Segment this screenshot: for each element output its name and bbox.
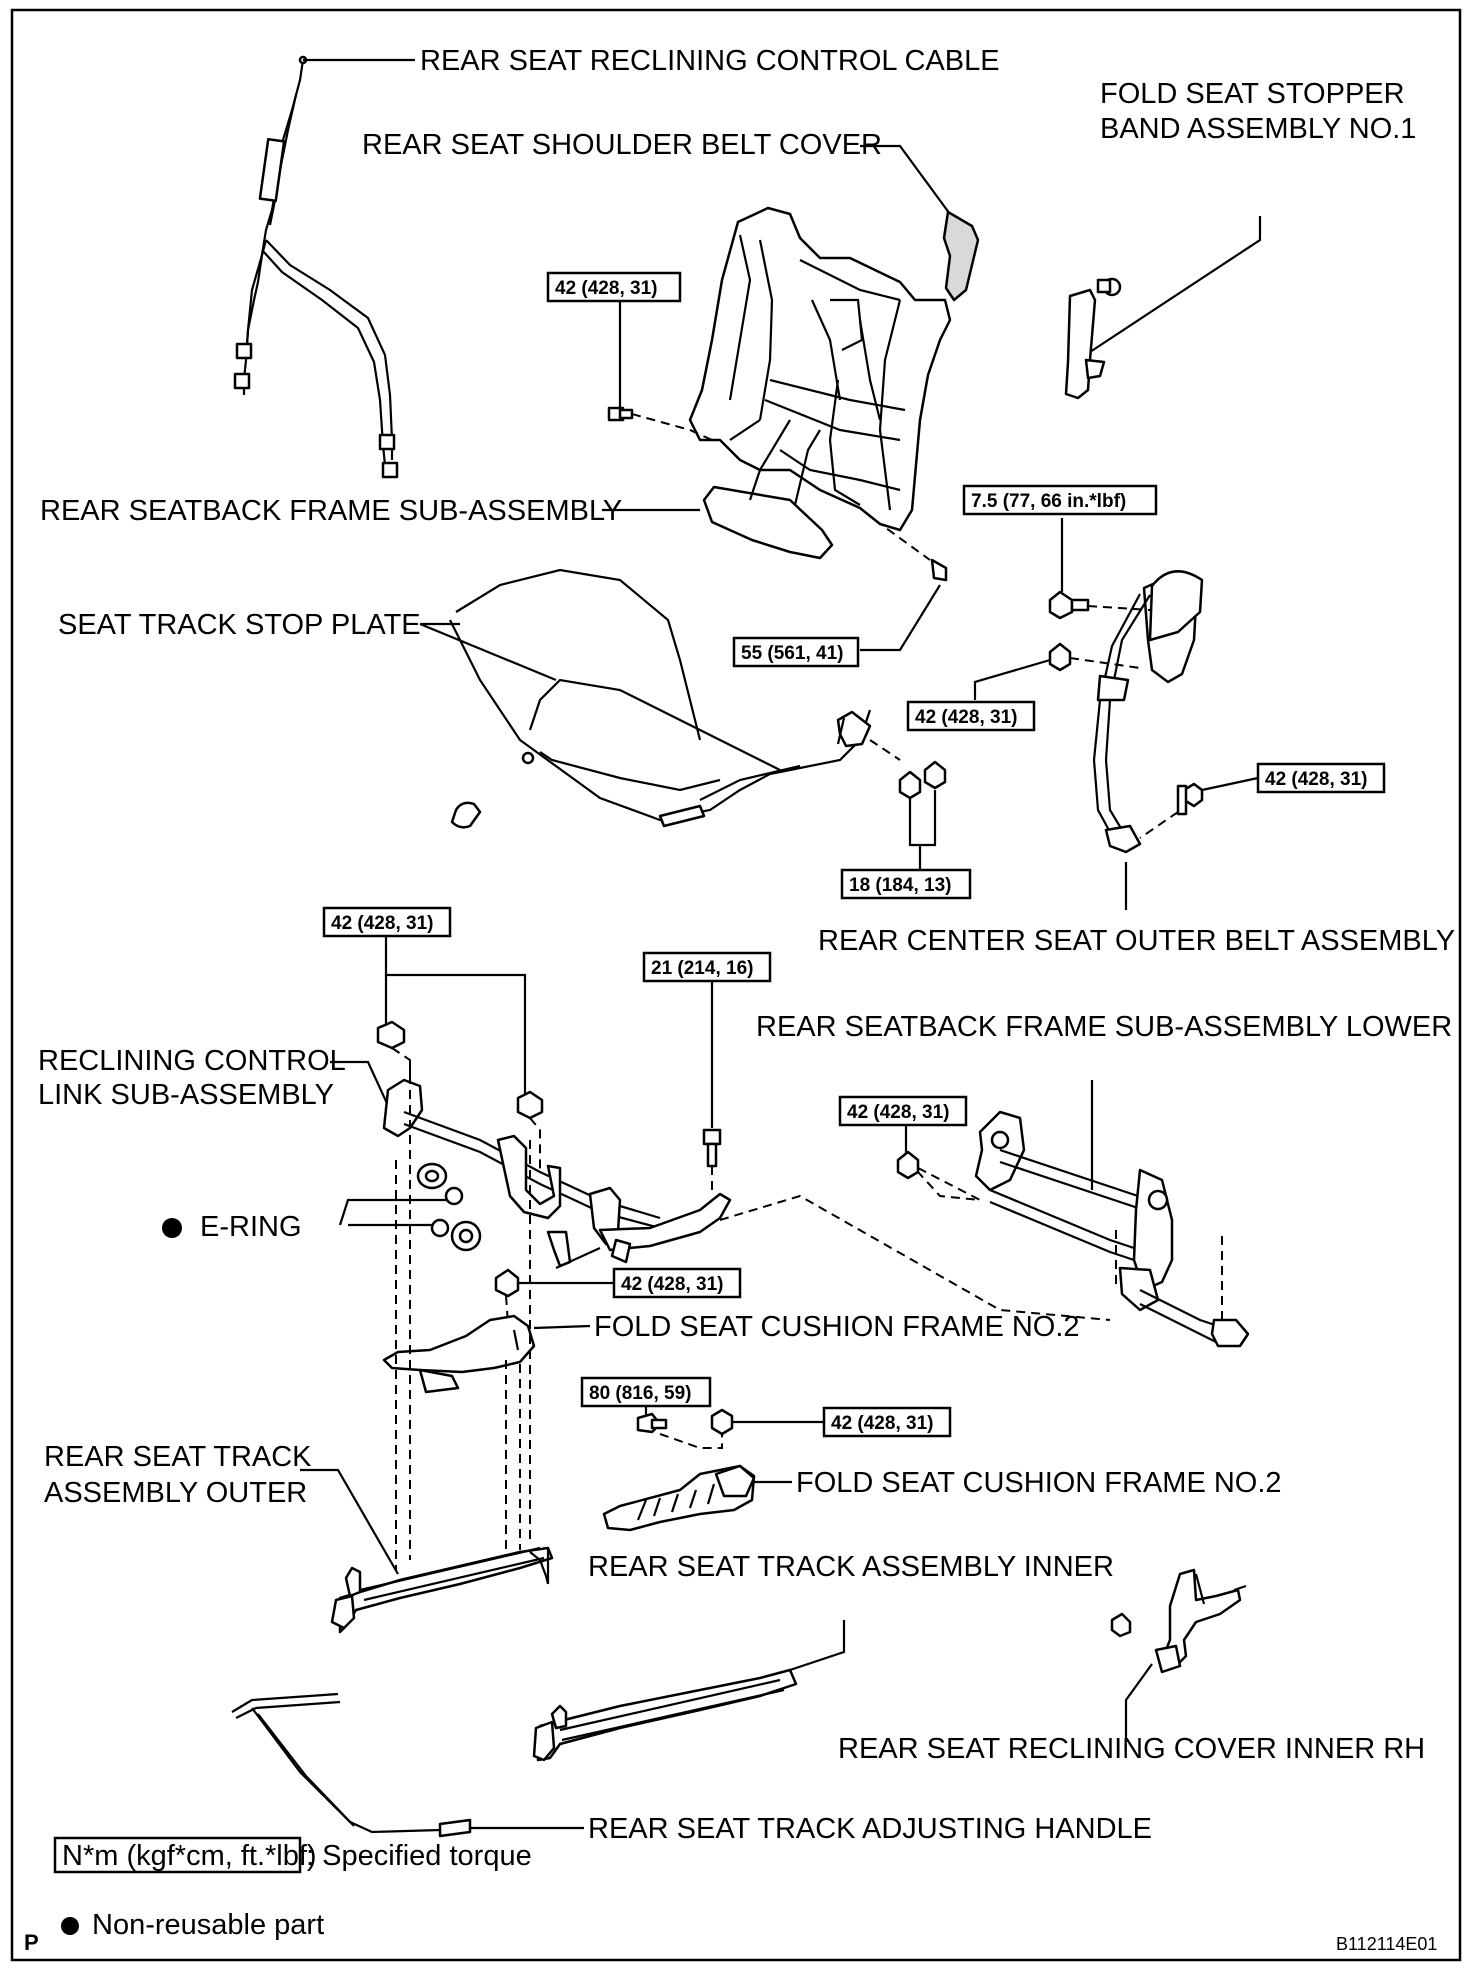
rear-seat-track-outer [330,1546,554,1634]
seatback-left-bolt [607,280,713,441]
leader-track-outer [300,1468,399,1575]
torque-belt-mid: 42 (428, 31) [915,707,1017,728]
label-cover-inner: REAR SEAT RECLINING COVER INNER RH [838,1733,1425,1765]
belt-top-bolt [1048,518,1151,620]
label-link-line2: LINK SUB-ASSEMBLY [38,1079,334,1111]
torque-link-bolt: 21 (214, 16) [651,958,753,979]
seatback-right-bolt [860,519,948,652]
leader-link [330,1060,391,1111]
fold-seat-cushion-frame-b [602,1408,792,1532]
label-shoulder-belt-cover: REAR SEAT SHOULDER BELT COVER [362,129,882,161]
torque-box-cushion-nut [612,1267,742,1299]
label-stopper-band-line1: FOLD SEAT STOPPER [1100,78,1405,110]
label-seatback-lower: REAR SEATBACK FRAME SUB-ASSEMBLY LOWER [756,1011,1452,1043]
torque-box-stop-plate [840,868,972,900]
seat-track-stop-plate [419,568,872,829]
label-cushion-frame-a: FOLD SEAT CUSHION FRAME NO.2 [594,1311,1080,1343]
label-cushion-frame-b: FOLD SEAT CUSHION FRAME NO.2 [796,1467,1282,1499]
leader-link-nuts [384,936,527,1095]
label-stop-plate: SEAT TRACK STOP PLATE [58,609,421,641]
torque-box-seatback-right [732,636,860,668]
leader-track-inner [789,1620,846,1672]
torque-seatback-left: 42 (428, 31) [555,278,657,299]
torque-cushion-nut: 42 (428, 31) [621,1274,723,1295]
label-stopper-band-line2: BAND ASSEMBLY NO.1 [1100,113,1416,145]
torque-stop-plate-nuts: 18 (184, 13) [849,875,951,896]
torque-box-inner-bolt [580,1376,712,1408]
fold-seat-cushion-frame-a [382,1268,614,1394]
torque-belt-top: 7.5 (77, 66 in.*lbf) [971,491,1126,512]
rear-seat-track-adjusting-handle [231,1692,584,1838]
reclining-cover-inner-rh [1110,1568,1247,1740]
shoulder-belt-cover [860,144,980,302]
torque-box-lower-frame [838,1095,968,1127]
torque-inner-bolt: 80 (816, 59) [589,1383,691,1404]
legend-torque-text: : Specified torque [306,1840,532,1872]
torque-inner-nut: 42 (428, 31) [831,1413,933,1434]
torque-belt-bottom: 42 (428, 31) [1265,769,1367,790]
torque-lower-frame: 42 (428, 31) [847,1102,949,1123]
label-seatback-frame: REAR SEATBACK FRAME SUB-ASSEMBLY [40,495,622,527]
torque-link-nuts: 42 (428, 31) [331,913,433,934]
torque-box-link-bolt [642,951,772,983]
belt-bottom-bolt [1139,776,1259,839]
reclining-control-link [376,1020,732,1270]
label-reclining-control-cable: REAR SEAT RECLINING CONTROL CABLE [420,45,1000,77]
stop-plate-nuts [869,739,947,872]
non-reusable-mark-e-ring [162,1218,182,1238]
center-seat-outer-belt [1092,570,1204,910]
label-link-line1: RECLINING CONTROL [38,1045,346,1077]
e-ring-parts [338,1162,482,1252]
stopper-band-assembly [1064,216,1262,400]
legend-torque-box-text: N*m (kgf*cm, ft.*lbf) [62,1840,317,1872]
torque-box-belt-bottom [1256,762,1386,794]
torque-box-belt-mid [906,700,1036,732]
label-center-belt: REAR CENTER SEAT OUTER BELT ASSEMBLY [818,925,1455,957]
label-track-inner: REAR SEAT TRACK ASSEMBLY INNER [588,1551,1114,1583]
label-track-outer-line2: ASSEMBLY OUTER [44,1477,307,1509]
legend-torque-box [53,1836,302,1874]
belt-mid-nut [973,642,1141,700]
footer-code: B112114E01 [1336,1934,1437,1954]
dashed-link-to-lower-frame [719,1194,1111,1321]
page-border [10,8,1462,1962]
seatback-frame-lower [896,1110,1250,1348]
legend-nonreusable-text: Non-reusable part [92,1909,324,1941]
rear-seat-track-inner [532,1668,798,1762]
label-track-outer-line1: REAR SEAT TRACK [44,1441,312,1473]
torque-box-seatback-left [546,271,682,303]
reclining-control-cable [233,55,415,479]
label-adjust-handle: REAR SEAT TRACK ADJUSTING HANDLE [588,1813,1152,1845]
torque-seatback-right: 55 (561, 41) [741,643,843,664]
legend-nonreusable-dot [61,1917,79,1935]
footer-page-letter: P [24,1930,39,1955]
torque-box-belt-top [962,484,1158,516]
label-e-ring: E-RING [200,1211,302,1243]
seatback-frame [688,206,952,560]
